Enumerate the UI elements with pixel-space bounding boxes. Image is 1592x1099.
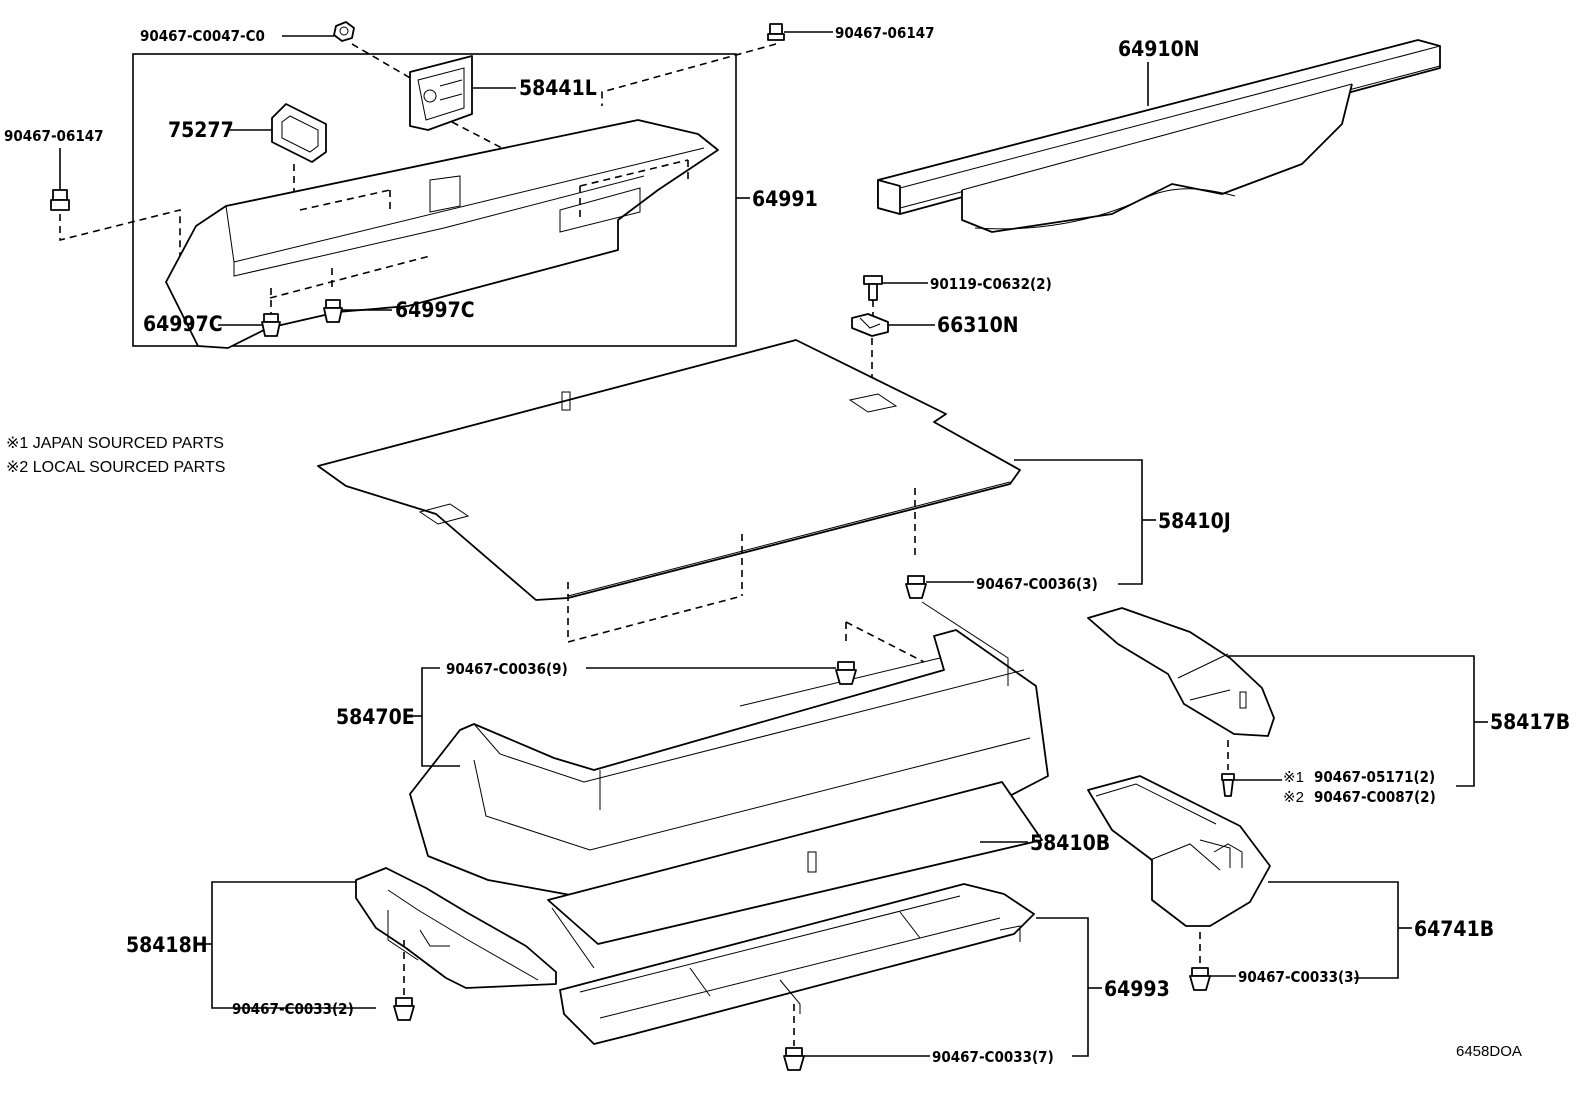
bottom-tray-64993: [559, 883, 1035, 1045]
bolt-90119-C0632: [863, 275, 883, 301]
label-90467-C0087: 90467-C0087(2): [1314, 788, 1436, 806]
tonneau-cover-64910N: [877, 39, 1441, 233]
label-58410B: 58410B: [1030, 831, 1110, 855]
clip-90467-C0036-9: [835, 661, 857, 685]
label-90467-06147-top: 90467-06147: [835, 24, 935, 42]
label-64993: 64993: [1104, 977, 1170, 1001]
label-90467-C0033-7: 90467-C0033(7): [932, 1048, 1054, 1066]
mat-58410B: [547, 781, 1043, 969]
label-58417B: 58417B: [1490, 710, 1570, 734]
side-trim-58418H: [355, 867, 557, 989]
clip-64997C-a: [261, 313, 281, 337]
clip-90467-C0033-2: [393, 997, 415, 1021]
label-58418H: 58418H: [126, 933, 208, 957]
clip-90467-C0036-3: [905, 575, 927, 599]
label-58410J: 58410J: [1158, 509, 1231, 533]
mark-local-sourced: ※2: [1283, 789, 1304, 806]
assembly-box-64991: [132, 53, 737, 347]
tray-58470E: [409, 601, 1049, 901]
clip-90467-C0033-3: [1189, 967, 1211, 991]
deck-board-58410J: [317, 339, 1021, 643]
label-90119-C0632: 90119-C0632(2): [930, 275, 1052, 293]
label-64997C-a: 64997C: [143, 312, 223, 336]
label-90467-C0033-2: 90467-C0033(2): [232, 1000, 354, 1018]
trim-panel-64991: [165, 119, 719, 349]
label-64910N: 64910N: [1118, 37, 1200, 61]
label-90467-05171: 90467-05171(2): [1314, 768, 1435, 786]
label-58441L: 58441L: [519, 76, 597, 100]
label-90467-C0033-3: 90467-C0033(3): [1238, 968, 1360, 986]
clip-90467-C0033-7: [783, 1047, 805, 1071]
note-japan-sourced: ※1 JAPAN SOURCED PARTS: [6, 435, 224, 452]
note-local-sourced: ※2 LOCAL SOURCED PARTS: [6, 459, 225, 476]
bracket-66310N: [851, 313, 889, 337]
clip-90467-05171: [1221, 773, 1235, 797]
grommet-90467-06147-left: [50, 189, 70, 211]
duct-75277: [271, 103, 327, 163]
clip-64997C-b: [323, 299, 343, 323]
label-66310N: 66310N: [937, 313, 1019, 337]
clip-90467-C0047-C0: [333, 21, 355, 42]
side-box-64741B: [1087, 775, 1271, 927]
label-64991: 64991: [752, 187, 818, 211]
label-58470E: 58470E: [336, 705, 415, 729]
label-75277: 75277: [168, 118, 234, 142]
mark-japan-sourced: ※1: [1283, 769, 1304, 786]
side-trim-58417B: [1087, 607, 1275, 737]
diagram-reference-code: 6458DOA: [1456, 1043, 1522, 1060]
grommet-90467-06147-top: [767, 23, 785, 41]
label-90467-06147-left: 90467-06147: [4, 127, 104, 145]
label-90467-C0036-9: 90467-C0036(9): [446, 660, 568, 678]
bracket-58441L: [409, 55, 473, 131]
label-90467-C0036-3: 90467-C0036(3): [976, 575, 1098, 593]
label-64741B: 64741B: [1414, 917, 1494, 941]
label-90467-C0047-C0: 90467-C0047-C0: [140, 27, 265, 45]
label-64997C-b: 64997C: [395, 298, 475, 322]
